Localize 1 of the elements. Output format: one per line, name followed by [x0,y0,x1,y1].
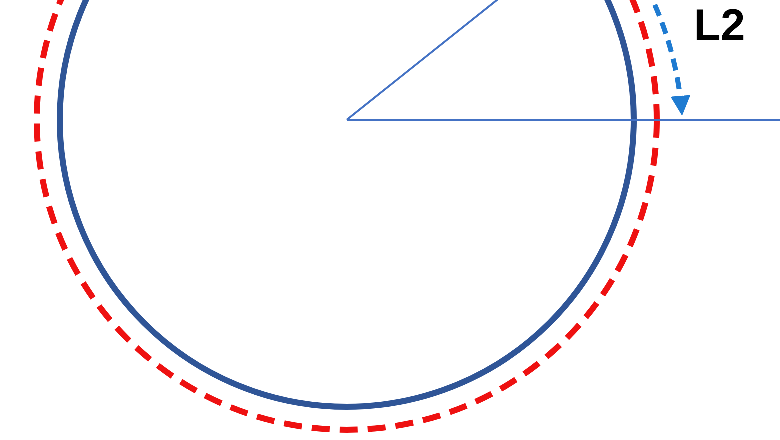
angle-label: L2 [694,4,746,48]
